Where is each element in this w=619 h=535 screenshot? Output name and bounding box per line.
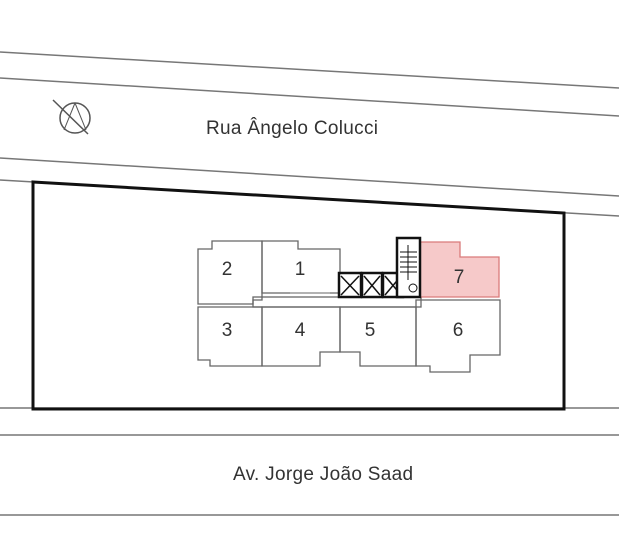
street-edge-top-3 <box>0 157 619 197</box>
lot-boundary <box>31 180 566 411</box>
elevator-core <box>337 271 405 299</box>
street-edge-top-2 <box>0 77 619 117</box>
unit-number-3: 3 <box>222 320 233 341</box>
unit-number-4: 4 <box>295 320 306 341</box>
unit-number-1: 1 <box>295 259 306 280</box>
unit-number-2: 2 <box>222 259 233 280</box>
unit-number-7: 7 <box>454 267 465 288</box>
building-footprint <box>197 240 501 373</box>
north-arrow-icon <box>52 99 91 135</box>
street-name-bottom: Av. Jorge João Saad <box>233 464 414 485</box>
street-edge-top-1 <box>0 51 619 89</box>
unit-number-6: 6 <box>453 320 464 341</box>
stair-core <box>395 236 422 299</box>
street-name-top: Rua Ângelo Colucci <box>206 118 379 139</box>
unit-number-5: 5 <box>365 320 376 341</box>
